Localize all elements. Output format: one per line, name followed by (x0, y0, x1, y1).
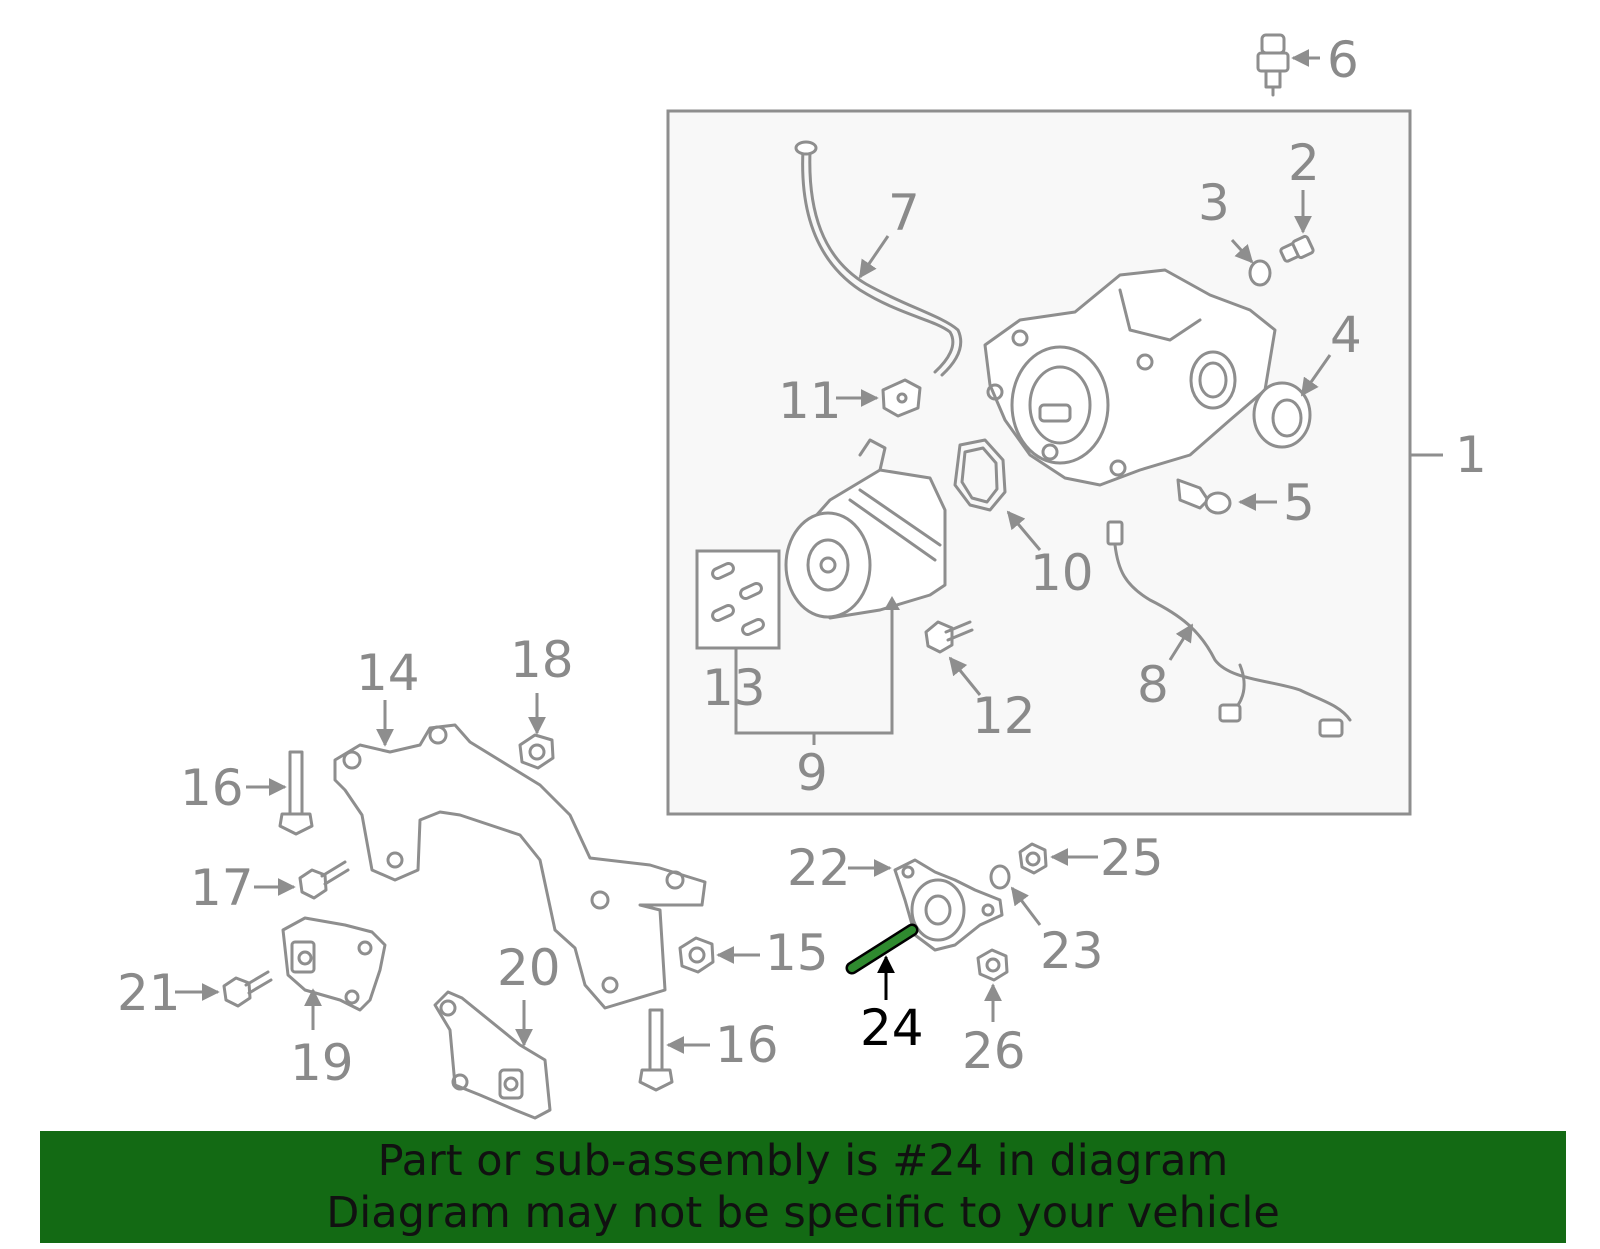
part-16-bolt-lower (638, 1008, 674, 1092)
callout-14: 14 (356, 644, 420, 702)
callout-6: 6 (1327, 31, 1359, 89)
part-10-gasket (953, 438, 1007, 512)
callout-7: 7 (888, 184, 920, 242)
part-11-clip (881, 378, 922, 418)
part-8-harness (1106, 520, 1352, 738)
part-21-bolt (222, 970, 273, 1008)
info-banner: Part or sub-assembly is #24 in diagram D… (40, 1131, 1566, 1243)
part-7-vent-hose (794, 140, 963, 377)
callout-17: 17 (190, 859, 254, 917)
part-1-differential (983, 268, 1277, 487)
callout-5: 5 (1283, 474, 1315, 532)
callout-10: 10 (1030, 544, 1094, 602)
banner-line-1: Part or sub-assembly is #24 in diagram (377, 1136, 1229, 1186)
callout-4: 4 (1330, 306, 1362, 364)
part-24-highlighted-rod (845, 923, 919, 975)
part-12-bolt (924, 620, 974, 654)
callout-25: 25 (1100, 829, 1164, 887)
part-20-mount-bracket (433, 990, 552, 1120)
part-16-bolt-upper (278, 750, 314, 836)
callout-8: 8 (1137, 656, 1169, 714)
callout-16-upper: 16 (180, 759, 244, 817)
callout-11: 11 (778, 372, 842, 430)
part-18-nut (518, 733, 555, 770)
part-5-sensor (1176, 478, 1232, 515)
callout-16-lower: 16 (715, 1016, 779, 1074)
part-13-pin-set (695, 549, 781, 650)
part-6-sensor (1256, 33, 1290, 97)
part-14-crossmember (333, 723, 707, 1010)
callout-24: 24 (860, 999, 924, 1057)
callout-18: 18 (510, 631, 574, 689)
callout-22: 22 (787, 839, 851, 897)
callout-9: 9 (796, 744, 828, 802)
part-15-nut (678, 936, 715, 974)
callout-23: 23 (1040, 922, 1104, 980)
part-25-nut (1018, 842, 1048, 875)
callout-19: 19 (290, 1034, 354, 1092)
callout-20: 20 (497, 939, 561, 997)
part-26-nut (976, 948, 1009, 982)
part-2-plug (1279, 234, 1315, 263)
callout-13: 13 (702, 659, 766, 717)
part-17-bolt (298, 860, 350, 900)
callout-26: 26 (962, 1022, 1026, 1080)
part-3-washer (1248, 259, 1272, 287)
callout-12: 12 (972, 687, 1036, 745)
part-4-seal (1252, 381, 1312, 449)
callout-2: 2 (1288, 134, 1320, 192)
part-9-motor (784, 438, 947, 620)
callout-15: 15 (765, 924, 829, 982)
callout-1: 1 (1455, 426, 1487, 484)
callout-21: 21 (117, 964, 181, 1022)
banner-line-2: Diagram may not be specific to your vehi… (326, 1188, 1280, 1238)
callout-3: 3 (1198, 174, 1230, 232)
part-22-bushing (893, 858, 1004, 952)
part-23-washer (989, 864, 1011, 890)
part-19-mount (281, 916, 387, 1012)
